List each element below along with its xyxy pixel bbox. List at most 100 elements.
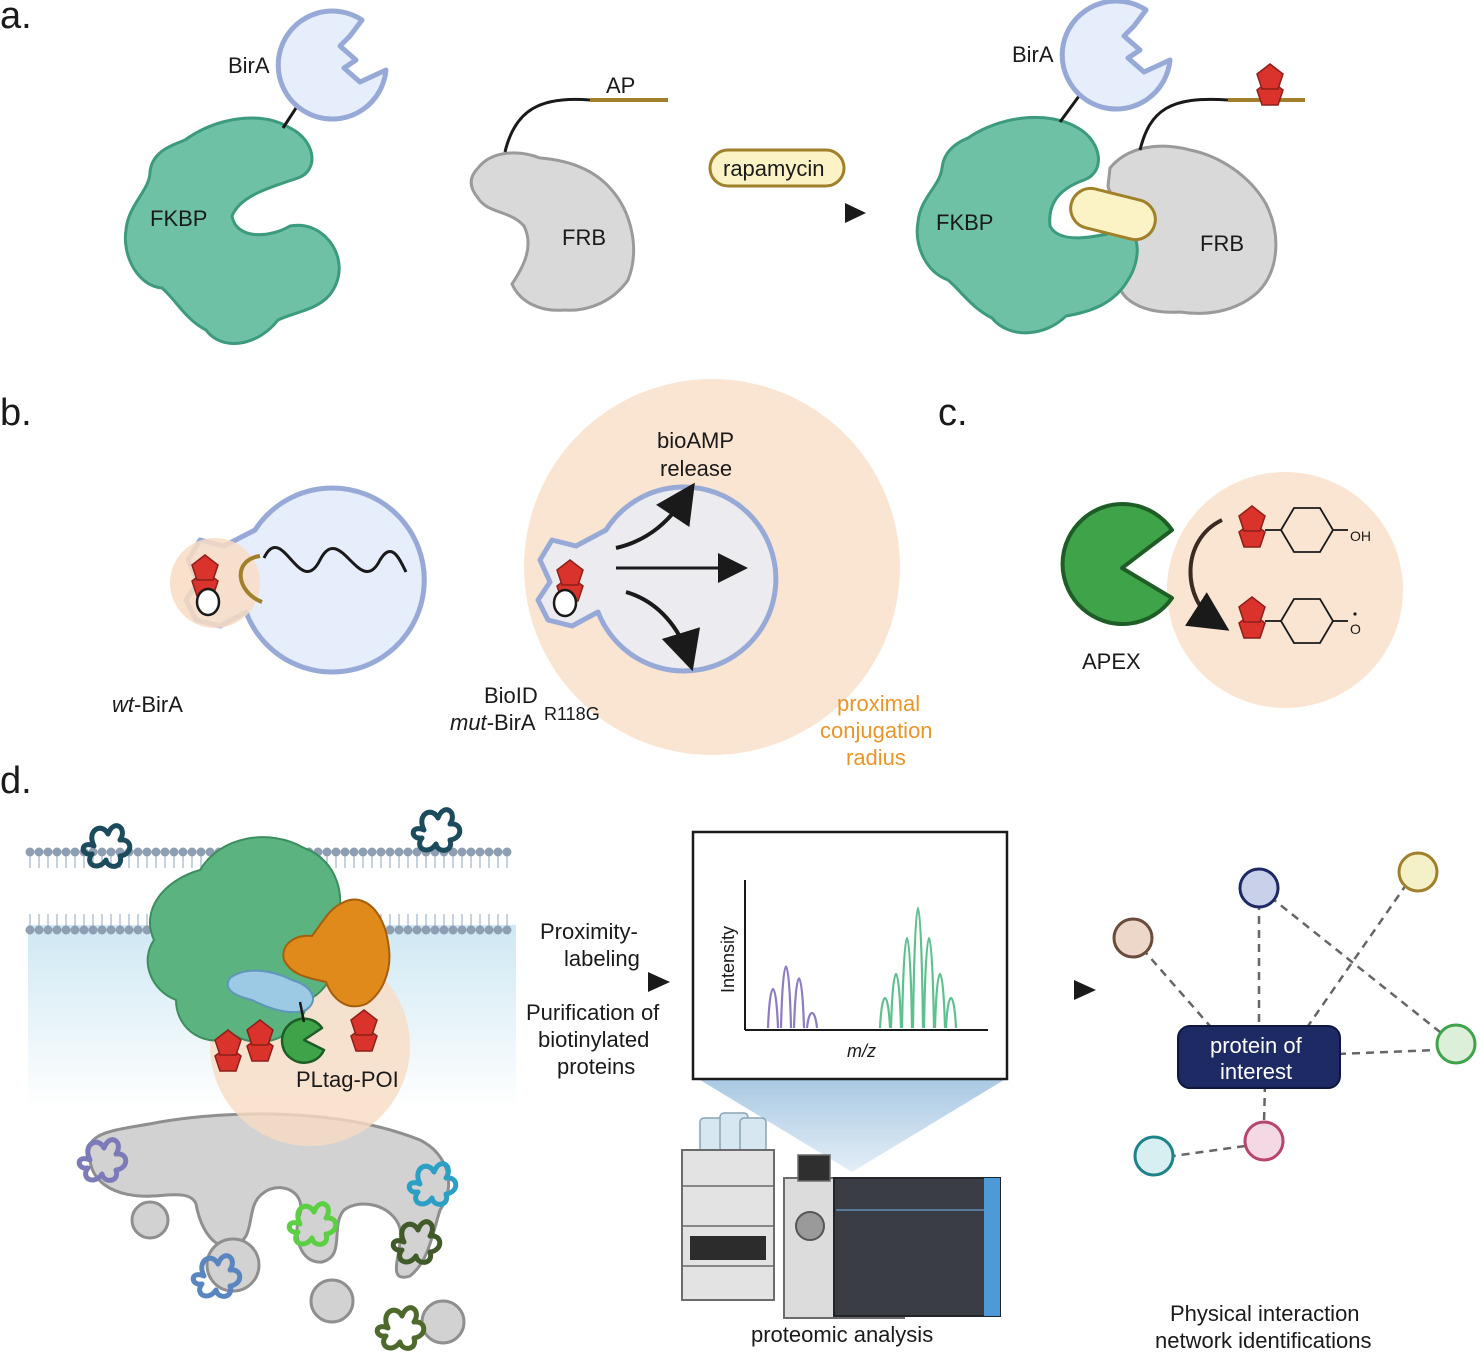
apex-radius-circle xyxy=(1167,472,1403,708)
fkbp-right-label: FKBP xyxy=(936,210,993,235)
birA-linker-left xyxy=(281,104,300,129)
frb-right-linker xyxy=(1138,97,1229,151)
mass-spectrometer xyxy=(681,1112,1001,1319)
mut-amp-oval xyxy=(552,588,578,618)
wt-amp-oval xyxy=(195,587,221,617)
organelle-shape xyxy=(86,1112,451,1279)
wt-ap-peptide xyxy=(238,554,263,604)
vesicle-1 xyxy=(130,1200,170,1240)
reaction-arrowhead xyxy=(845,203,866,223)
frb-middle-shape xyxy=(469,151,635,312)
biotin-d-2 xyxy=(246,1019,274,1062)
apex-conversion-arrow xyxy=(1184,518,1230,631)
frb-right-label: FRB xyxy=(1200,231,1244,256)
edge-green xyxy=(1337,1048,1437,1056)
biotin-d-1 xyxy=(214,1029,242,1072)
node-pink xyxy=(1243,1120,1285,1162)
bioamp-line2: release xyxy=(660,456,732,481)
proteomic-label: proteomic analysis xyxy=(751,1322,933,1347)
free-protein xyxy=(377,1308,424,1349)
node-brown xyxy=(1112,917,1154,959)
network-line1: Physical interaction xyxy=(1170,1301,1360,1326)
bioid-label: BioID xyxy=(484,683,538,708)
poi-line2: interest xyxy=(1220,1059,1292,1084)
mut-superscript: R118G xyxy=(544,704,600,724)
panel-c-letter: c. xyxy=(938,392,968,434)
birA-left-shape xyxy=(275,8,389,122)
birA-linker-right xyxy=(1058,91,1084,123)
node-cyan xyxy=(1133,1135,1175,1177)
panel-a: a. FKBP BirA FRB AP rapamycin FRB FKBP B… xyxy=(0,0,1305,345)
radical-biotin xyxy=(1238,596,1266,639)
fkbp-left-label: FKBP xyxy=(150,206,207,231)
membrane-protein-1 xyxy=(83,826,130,867)
apex-label: APEX xyxy=(1082,649,1141,674)
poi-line1: protein of xyxy=(1210,1033,1303,1058)
release-arrow-up xyxy=(615,482,695,550)
panel-b: b. wt-BirA bioAMP release BioID mut-BirA… xyxy=(0,379,933,770)
pltag-label: PLtag-POI xyxy=(296,1067,399,1092)
radius-line1: proximal xyxy=(837,691,920,716)
step-arrowhead xyxy=(648,972,670,992)
membrane-protein-2 xyxy=(413,810,460,851)
rapamycin-label: rapamycin xyxy=(723,156,824,181)
apex-shape xyxy=(1060,502,1174,626)
wt-linker xyxy=(262,546,408,574)
wt-birA-shape xyxy=(183,485,427,675)
rapamycin-pill xyxy=(708,148,846,188)
network-arrowhead xyxy=(1074,980,1096,1000)
wt-label: wt-BirA xyxy=(112,692,183,717)
fkbp-right-shape xyxy=(915,115,1139,335)
step2-line3: proteins xyxy=(557,1054,635,1079)
frb-middle-label: FRB xyxy=(562,225,606,250)
oh-label: OH xyxy=(1350,528,1371,544)
o-radical-label: O xyxy=(1350,621,1361,637)
step2-line1: Purification of xyxy=(526,1000,660,1025)
rapamycin-bound xyxy=(1069,186,1157,242)
biotin-d-3 xyxy=(350,1009,378,1052)
step1-line2: labeling xyxy=(564,946,640,971)
birA-right-label: BirA xyxy=(1012,42,1054,67)
edge-pink-cyan xyxy=(1172,1144,1246,1158)
frb-linker xyxy=(503,97,591,153)
panel-b-letter: b. xyxy=(0,392,32,434)
ap-label: AP xyxy=(606,73,635,98)
release-arrow-down xyxy=(625,590,701,672)
panel-d-letter: d. xyxy=(0,760,32,802)
spectrum-ylabel: Intensity xyxy=(718,926,738,993)
node-green xyxy=(1435,1023,1477,1065)
orange-interactor xyxy=(282,898,391,1008)
biotin-on-ap xyxy=(1256,63,1284,106)
panel-d: d. PLtag-POI Prox xyxy=(0,760,1477,1353)
bioamp-line1: bioAMP xyxy=(657,428,734,453)
birA-left-label: BirA xyxy=(228,53,270,78)
node-yellow xyxy=(1397,851,1439,893)
radical-dot xyxy=(1353,612,1357,616)
network-edges xyxy=(1132,871,1441,1158)
vesicle-4 xyxy=(420,1299,466,1345)
fkbp-left-shape xyxy=(123,116,341,345)
poi-box xyxy=(1177,1025,1341,1089)
vesicle-3 xyxy=(309,1278,355,1324)
radius-line3: radius xyxy=(846,745,906,770)
pltag-linker xyxy=(298,1001,306,1023)
pltag-enzyme xyxy=(280,1017,326,1064)
edge-yellow xyxy=(1306,871,1417,1027)
edge-pink xyxy=(1262,1083,1267,1123)
blue-interactor xyxy=(226,969,314,1014)
birA-right-shape xyxy=(1059,0,1173,112)
network-line2: network identifications xyxy=(1155,1328,1371,1353)
radius-line2: conjugation xyxy=(820,718,933,743)
panel-c: c. APEX OH O xyxy=(938,392,1403,708)
node-blue xyxy=(1238,867,1280,909)
edge-blue-green xyxy=(1258,887,1441,1033)
ms-cone xyxy=(700,1080,1004,1172)
phenol-biotin xyxy=(1238,505,1266,548)
step1-line1: Proximity- xyxy=(540,919,638,944)
spectrum-xlabel: m/z xyxy=(847,1041,876,1061)
step2-line2: biotinylated xyxy=(538,1027,649,1052)
spectrum-peaks xyxy=(766,907,958,1029)
mut-label: mut-BirA xyxy=(450,710,536,735)
